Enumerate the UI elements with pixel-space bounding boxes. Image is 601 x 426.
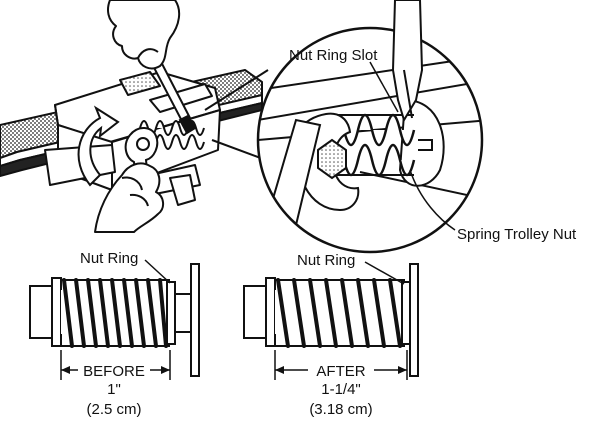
- hand-bottom: [94, 162, 164, 233]
- zoom-callout: [204, 69, 269, 161]
- leader-nut-ring-slot: [369, 61, 399, 113]
- measure-before-in: 1": [107, 381, 121, 398]
- label-nut-ring-slot: Nut Ring Slot: [289, 47, 378, 64]
- measure-after-cm: (3.18 cm): [309, 401, 372, 418]
- leader-nut-ring-before: [144, 259, 171, 284]
- dimension-after: [274, 350, 408, 380]
- magnified-view: [256, 26, 484, 254]
- caption-after: AFTER: [316, 363, 365, 380]
- hand-top: [107, 0, 181, 70]
- spring-before: [29, 263, 200, 377]
- dimension-before: [60, 350, 171, 380]
- screwdriver-lens: [391, 0, 424, 123]
- rotation-arrow: [77, 105, 120, 187]
- leader-spring-trolley-nut: [409, 169, 456, 231]
- caption-before: BEFORE: [83, 363, 145, 380]
- leader-nut-ring-after: [364, 261, 405, 285]
- label-nut-ring-before: Nut Ring: [80, 250, 138, 267]
- measure-after-in: 1-1/4": [321, 381, 361, 398]
- label-spring-trolley-nut: Spring Trolley Nut: [457, 226, 577, 243]
- spring-after: [243, 263, 419, 377]
- measure-before-cm: (2.5 cm): [86, 401, 141, 418]
- label-nut-ring-after: Nut Ring: [297, 252, 355, 269]
